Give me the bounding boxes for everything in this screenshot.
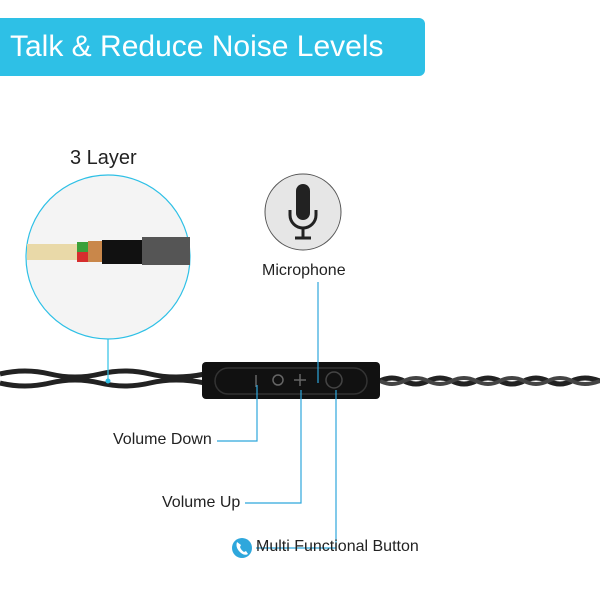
volume-up-key[interactable] (294, 374, 306, 386)
inline-remote (202, 362, 380, 399)
multi-functional-button-label: Multi Functional Button (256, 538, 419, 555)
volume-down-label: Volume Down (113, 431, 212, 448)
phone-icon (232, 538, 252, 558)
microphone-icon (264, 173, 342, 251)
multi-function-key[interactable] (325, 371, 343, 389)
cable-layers-label: 3 Layer (70, 147, 137, 169)
volume-up-label: Volume Up (162, 494, 241, 511)
cable (0, 368, 600, 389)
leader-lines (217, 282, 337, 549)
title-banner: Talk & Reduce Noise Levels (0, 18, 425, 76)
cable-layers-magnifier (25, 174, 191, 384)
microphone-label: Microphone (262, 262, 346, 279)
